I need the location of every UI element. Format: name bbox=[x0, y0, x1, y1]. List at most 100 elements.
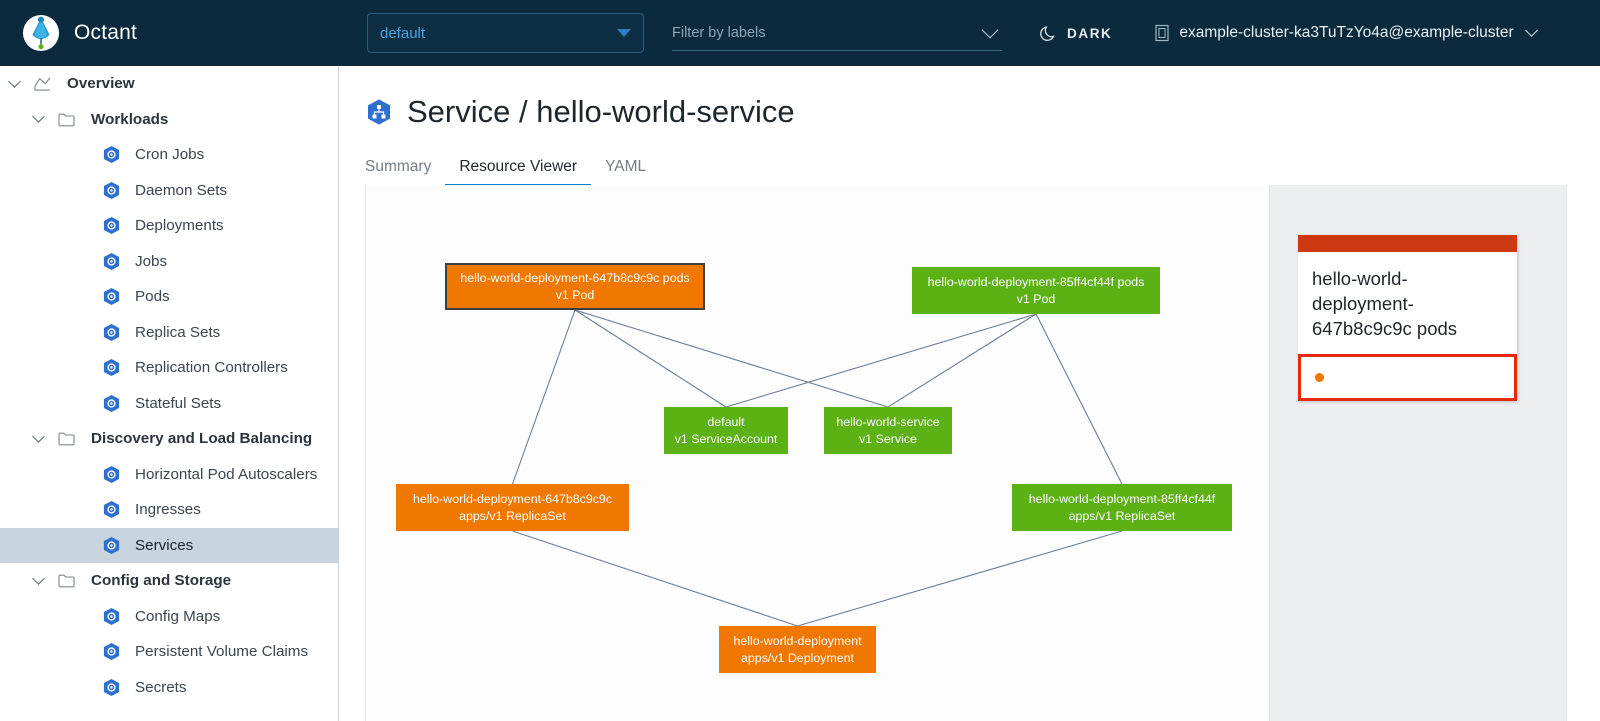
sidebar-item-label: Config and Storage bbox=[91, 572, 232, 590]
sidebar-item-config-maps[interactable]: Config Maps bbox=[0, 599, 338, 635]
sidebar-item-label: Replica Sets bbox=[135, 323, 221, 341]
sidebar-item-label: Deployments bbox=[135, 217, 224, 235]
k8s-configmap-icon bbox=[98, 607, 124, 626]
sidebar-item-discovery-and-load-balancing[interactable]: Discovery and Load Balancing bbox=[0, 421, 338, 457]
tab-yaml[interactable]: YAML bbox=[605, 158, 647, 175]
resource-viewer-canvas[interactable]: hello-world-deployment-647b8c9c9c pods v1… bbox=[365, 185, 1567, 721]
graph-node-deploy[interactable]: hello-world-deployment apps/v1 Deployment bbox=[719, 626, 876, 673]
detail-pane: hello-world-deployment-647b8c9c9c pods bbox=[1269, 185, 1566, 721]
graph-node-title: hello-world-deployment-647b8c9c9c pods bbox=[460, 271, 690, 285]
sidebar-item-services[interactable]: Services bbox=[0, 527, 338, 563]
tab-resource-viewer[interactable]: Resource Viewer bbox=[445, 158, 591, 187]
expand-caret-icon[interactable] bbox=[32, 571, 45, 585]
graph-node-subtitle: v1 Service bbox=[859, 431, 917, 446]
graph-node-title: default bbox=[707, 415, 745, 429]
status-dot-icon bbox=[1315, 372, 1324, 382]
graph-node-subtitle: v1 Pod bbox=[555, 287, 595, 302]
sidebar-item-horizontal-pod-autoscalers[interactable]: Horizontal Pod Autoscalers bbox=[0, 457, 338, 493]
k8s-replicationcontroller-icon bbox=[98, 358, 124, 377]
sidebar-item-label: Cron Jobs bbox=[135, 146, 205, 164]
sidebar-item-config-and-storage[interactable]: Config and Storage bbox=[0, 563, 338, 599]
sidebar-item-label: Secrets bbox=[135, 678, 187, 696]
octant-logo-icon bbox=[22, 14, 60, 52]
sidebar-item-replication-controllers[interactable]: Replication Controllers bbox=[0, 350, 338, 386]
k8s-pod-icon bbox=[98, 287, 124, 306]
k8s-service-icon bbox=[365, 98, 393, 126]
k8s-replicaset-icon bbox=[98, 323, 124, 342]
graph-edge bbox=[511, 309, 576, 485]
sidebar-item-label: Persistent Volume Claims bbox=[135, 643, 309, 661]
graph-node-sa-default[interactable]: default v1 ServiceAccount bbox=[664, 407, 788, 454]
sidebar-item-persistent-volume-claims[interactable]: Persistent Volume Claims bbox=[0, 634, 338, 670]
graph-node-title: hello-world-deployment-85ff4cf44f bbox=[1028, 492, 1216, 506]
sidebar-item-workloads[interactable]: Workloads bbox=[0, 102, 338, 138]
graph-edge bbox=[887, 313, 1037, 408]
sidebar-item-deployments[interactable]: Deployments bbox=[0, 208, 338, 244]
theme-label: DARK bbox=[1067, 25, 1113, 41]
graph-node-title: hello-world-deployment-647b8c9c9c bbox=[412, 492, 613, 506]
graph-node-title: hello-world-deployment-85ff4cf44f pods bbox=[927, 275, 1145, 289]
label-filter-placeholder: Filter by labels bbox=[672, 24, 766, 41]
sidebar-item-stateful-sets[interactable]: Stateful Sets bbox=[0, 386, 338, 422]
graph-node-rs-85f[interactable]: hello-world-deployment-85ff4cf44f apps/v1… bbox=[1012, 484, 1232, 531]
theme-toggle[interactable]: DARK bbox=[1040, 24, 1112, 42]
sidebar-item-daemon-sets[interactable]: Daemon Sets bbox=[0, 173, 338, 209]
sidebar-item-jobs[interactable]: Jobs bbox=[0, 244, 338, 280]
sidebar-item-label: Daemon Sets bbox=[135, 181, 228, 199]
sidebar-item-overview[interactable]: Overview bbox=[0, 66, 338, 102]
brand-name: Octant bbox=[74, 21, 138, 44]
expand-caret-icon[interactable] bbox=[8, 74, 21, 88]
folder-icon bbox=[53, 112, 79, 127]
sidebar-item-label: Stateful Sets bbox=[135, 394, 222, 412]
k8s-cronjob-icon bbox=[98, 145, 124, 164]
detail-status-row[interactable] bbox=[1298, 353, 1517, 401]
chevron-down-icon bbox=[1524, 24, 1538, 37]
graph-edge bbox=[574, 309, 727, 408]
sidebar-item-replica-sets[interactable]: Replica Sets bbox=[0, 315, 338, 351]
sidebar-item-label: Overview bbox=[67, 75, 135, 93]
sidebar-item-secrets[interactable]: Secrets bbox=[0, 670, 338, 706]
sidebar-item-pods[interactable]: Pods bbox=[0, 279, 338, 315]
moon-icon bbox=[1040, 24, 1058, 42]
detail-title: hello-world-deployment-647b8c9c9c pods bbox=[1312, 268, 1458, 339]
detail-accent-bar bbox=[1298, 235, 1517, 252]
expand-caret-icon[interactable] bbox=[32, 429, 45, 443]
page-header: Service / hello-world-service bbox=[339, 66, 1600, 130]
cluster-icon bbox=[1154, 24, 1170, 42]
k8s-daemonset-icon bbox=[98, 181, 124, 200]
graph-area[interactable]: hello-world-deployment-647b8c9c9c pods v1… bbox=[366, 185, 1271, 721]
detail-card[interactable]: hello-world-deployment-647b8c9c9c pods bbox=[1298, 235, 1517, 401]
graph-node-title: hello-world-deployment bbox=[733, 634, 862, 648]
sidebar-item-cron-jobs[interactable]: Cron Jobs bbox=[0, 137, 338, 173]
brand[interactable]: Octant bbox=[0, 0, 345, 66]
graph-edges bbox=[511, 309, 1123, 627]
caret-down-icon bbox=[617, 29, 631, 37]
tab-summary[interactable]: Summary bbox=[365, 158, 432, 175]
k8s-pvc-icon bbox=[98, 642, 124, 661]
graph-edge bbox=[512, 530, 798, 627]
namespace-select[interactable]: default bbox=[367, 13, 644, 53]
expand-caret-icon[interactable] bbox=[32, 110, 45, 124]
tab-bar: Summary Resource Viewer YAML bbox=[365, 152, 1540, 187]
graph-node-subtitle: apps/v1 ReplicaSet bbox=[1068, 508, 1176, 523]
graph-node-subtitle: v1 ServiceAccount bbox=[674, 431, 778, 446]
chevron-down-icon bbox=[981, 21, 999, 38]
sidebar-item-ingresses[interactable]: Ingresses bbox=[0, 492, 338, 528]
graph-node-pod-647[interactable]: hello-world-deployment-647b8c9c9c pods v1… bbox=[445, 263, 705, 310]
sidebar-item-label: Services bbox=[135, 536, 194, 554]
k8s-deployment-icon bbox=[98, 216, 124, 235]
label-filter[interactable]: Filter by labels bbox=[672, 15, 1002, 51]
sidebar-item-label: Horizontal Pod Autoscalers bbox=[135, 465, 318, 483]
overview-icon bbox=[29, 75, 55, 92]
graph-node-subtitle: apps/v1 Deployment bbox=[741, 650, 854, 665]
graph-edge bbox=[725, 313, 1037, 408]
k8s-statefulset-icon bbox=[98, 394, 124, 413]
k8s-hpa-icon bbox=[98, 465, 124, 484]
k8s-ingress-icon bbox=[98, 500, 124, 519]
cluster-selector[interactable]: example-cluster-ka3TuTzYo4a@example-clus… bbox=[1154, 24, 1538, 42]
